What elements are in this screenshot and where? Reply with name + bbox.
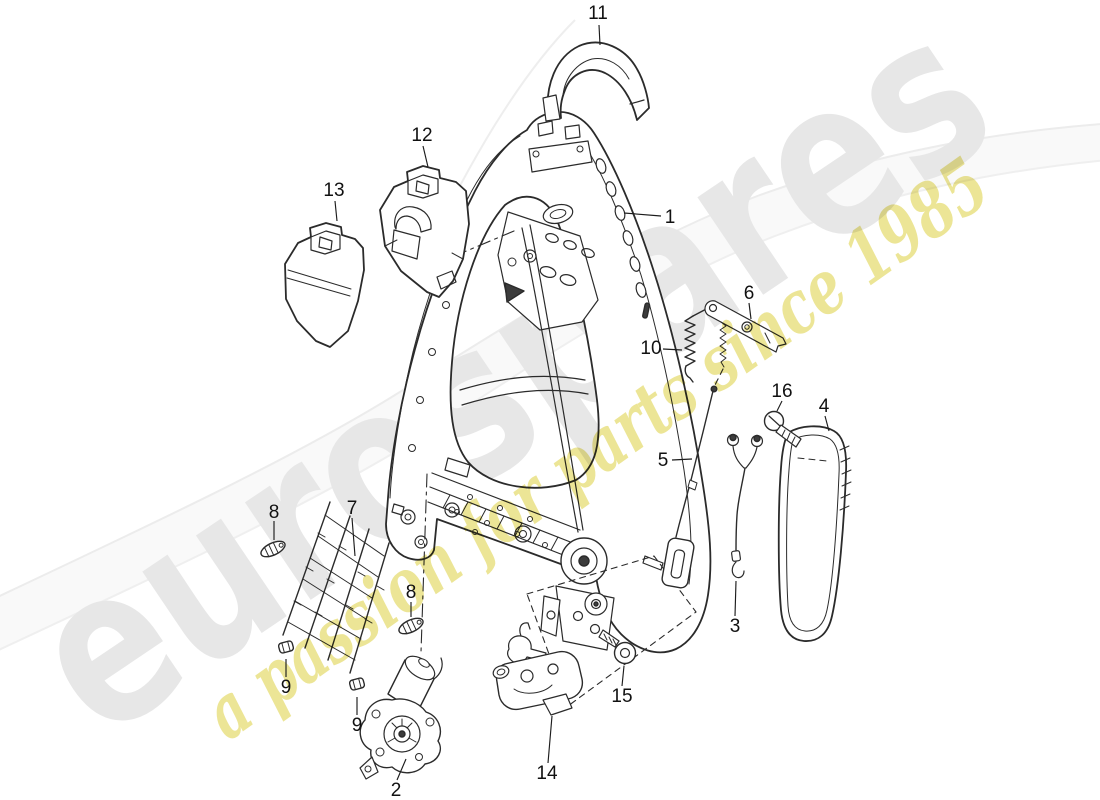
part-wiring-cable (726, 433, 764, 579)
callout-15: 15 (611, 665, 633, 707)
callout-labels: 1 2 3 4 5 6 7 8 (269, 3, 830, 800)
callout-2-label: 2 (391, 780, 402, 800)
callout-12-label: 12 (411, 125, 432, 146)
callout-3: 3 (730, 580, 741, 637)
callout-11-label: 11 (588, 3, 608, 24)
part-mount-block-left (284, 222, 365, 348)
callout-3-label: 3 (730, 616, 741, 637)
part-screw-16 (763, 410, 802, 448)
callout-4-label: 4 (819, 396, 830, 417)
callout-13-label: 13 (323, 180, 344, 201)
part-adjuster-bracket (492, 622, 584, 716)
part-clip-9a (277, 640, 295, 654)
callout-1: 1 (623, 207, 676, 228)
callout-12: 12 (411, 125, 433, 168)
part-motor (359, 655, 443, 780)
callout-8b: 8 (406, 582, 417, 617)
part-release-rod (661, 385, 718, 589)
part-spring-clip-8a (260, 540, 286, 558)
part-mount-block-right (379, 165, 470, 298)
callout-8a: 8 (269, 502, 280, 540)
part-spring-clip-8b (398, 617, 424, 635)
callout-9b: 9 (352, 697, 363, 736)
callout-9b-label: 9 (352, 715, 363, 736)
part-lumbar-grid (282, 501, 390, 674)
callout-16-label: 16 (771, 381, 792, 402)
callout-10: 10 (640, 338, 683, 359)
callout-9a: 9 (281, 659, 292, 698)
callout-7-label: 7 (347, 498, 358, 519)
part-handle (542, 41, 650, 122)
callout-8a-label: 8 (269, 502, 280, 523)
callout-14: 14 (536, 715, 558, 784)
part-screw-15 (598, 629, 637, 665)
callout-5: 5 (658, 450, 693, 471)
callout-8b-label: 8 (406, 582, 417, 603)
part-side-trim (777, 425, 852, 642)
callout-15-label: 15 (611, 686, 632, 707)
callout-4: 4 (819, 396, 830, 432)
callout-10-label: 10 (640, 338, 661, 359)
part-clip-9b (348, 677, 366, 691)
callout-11: 11 (588, 3, 608, 46)
callout-5-label: 5 (658, 450, 669, 471)
callout-14-label: 14 (536, 763, 558, 784)
callout-13: 13 (323, 180, 345, 222)
part-latch-bracket (704, 300, 787, 368)
diagram-line-art (260, 41, 852, 780)
callout-1-label: 1 (665, 207, 676, 228)
callout-2: 2 (391, 758, 407, 800)
callout-9a-label: 9 (281, 677, 292, 698)
callout-7: 7 (347, 498, 358, 557)
callout-16: 16 (771, 381, 793, 412)
callout-6-label: 6 (744, 283, 755, 304)
part-backrest-frame (385, 111, 712, 654)
callout-6: 6 (744, 283, 755, 320)
